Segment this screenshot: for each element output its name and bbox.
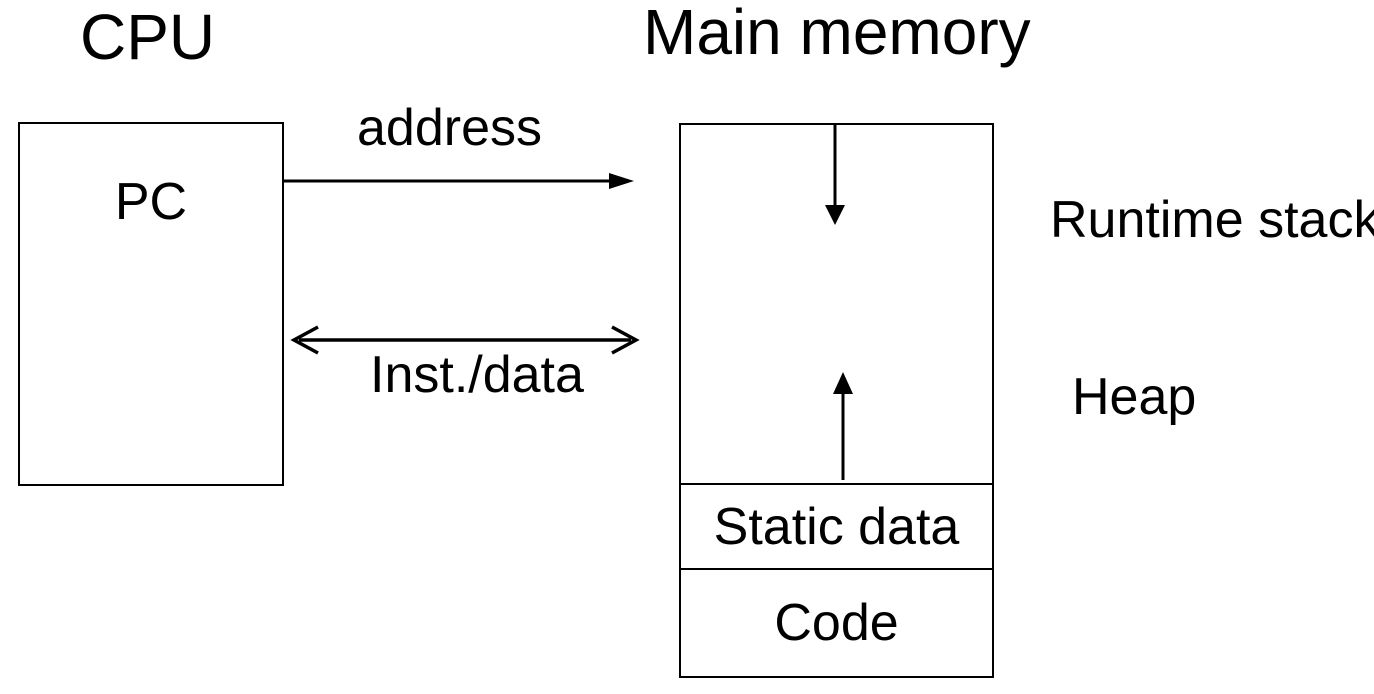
memory-section-code: Code <box>681 568 992 676</box>
memory-free-region <box>681 125 992 483</box>
main-memory-box: Static data Code <box>679 123 994 678</box>
main-memory-title: Main memory <box>643 0 1031 68</box>
memory-section-static-data: Static data <box>681 483 992 568</box>
address-arrow <box>284 173 634 189</box>
pc-register-label: PC <box>114 173 188 231</box>
code-label: Code <box>774 594 899 652</box>
cpu-title: CPU <box>80 1 216 73</box>
static-data-label: Static data <box>713 497 960 556</box>
runtime-stack-annotation: Runtime stack <box>1050 191 1374 249</box>
inst-data-bus-label: Inst./data <box>370 346 584 404</box>
cpu-box: PC <box>18 122 284 486</box>
address-bus-label: address <box>357 99 542 157</box>
heap-annotation: Heap <box>1072 368 1197 426</box>
